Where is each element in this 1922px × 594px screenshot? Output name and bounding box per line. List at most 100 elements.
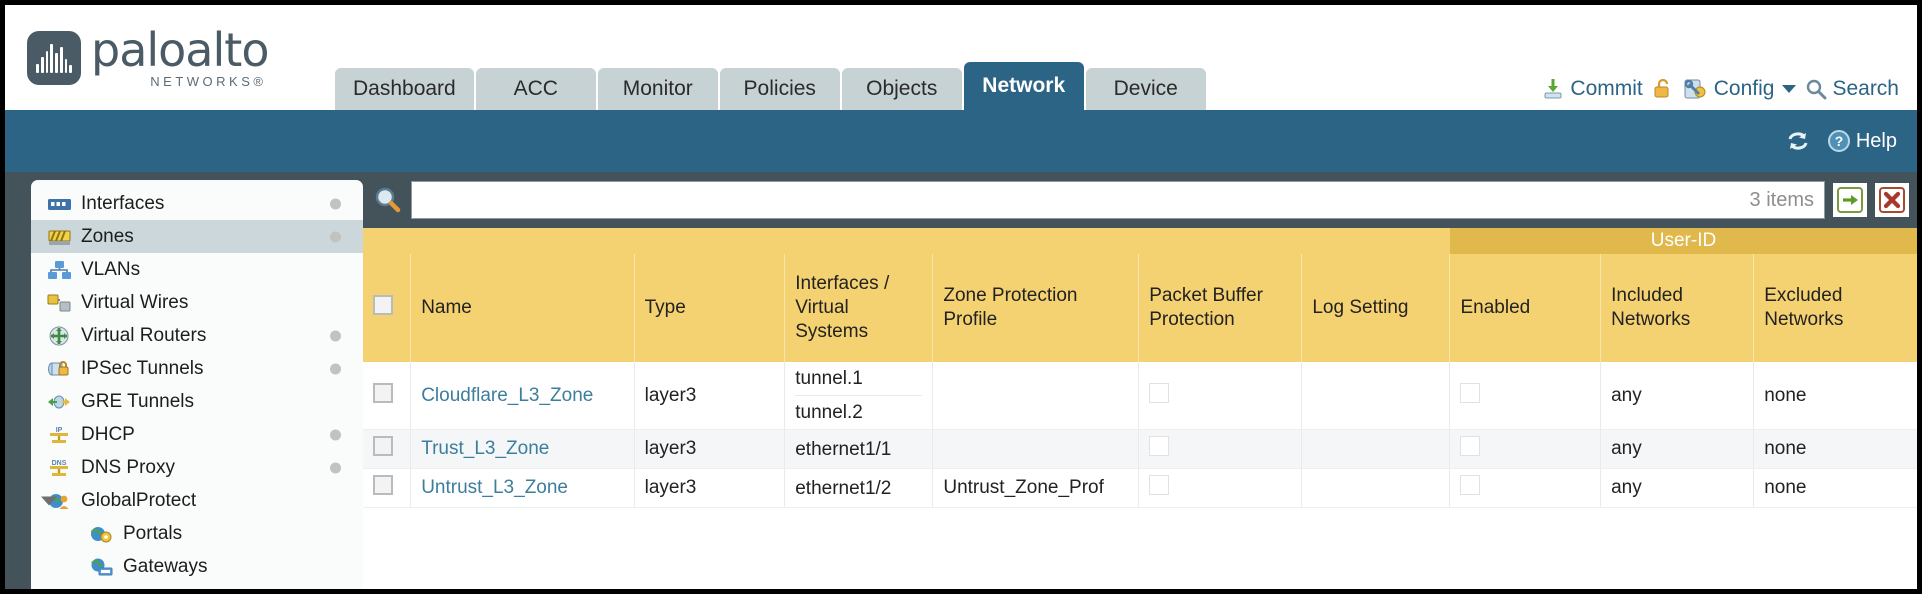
dns-proxy-icon: DNS	[47, 458, 72, 478]
sidebar-item-status-dot[interactable]	[330, 231, 341, 242]
commit-button[interactable]: Commit	[1541, 77, 1643, 101]
row-select-cell	[363, 468, 412, 508]
cell-type: layer3	[634, 429, 786, 469]
cell-userid-enabled	[1449, 468, 1602, 508]
brand-logo: paloalto NETWORKS®	[27, 23, 269, 88]
column-header-type[interactable]: Type	[634, 254, 786, 362]
cell-included-networks: any	[1600, 362, 1755, 430]
packet-buffer-protection-checkbox[interactable]	[1149, 436, 1170, 456]
column-header-enabled[interactable]: Enabled	[1449, 254, 1602, 362]
ipsec-tunnels-icon	[47, 359, 72, 379]
row-select-cell	[363, 429, 412, 469]
search-button[interactable]: Search	[1805, 77, 1899, 101]
apply-arrow-icon	[1837, 187, 1863, 213]
sidebar-item-gre-tunnels[interactable]: GRE Tunnels	[31, 385, 363, 418]
zone-name-link[interactable]: Trust_L3_Zone	[421, 438, 550, 459]
zone-name-link[interactable]: Untrust_L3_Zone	[421, 477, 569, 498]
sidebar-item-status-dot[interactable]	[330, 330, 341, 341]
column-header-packet-buffer-protection[interactable]: Packet Buffer Protection	[1138, 254, 1303, 362]
vlans-icon	[47, 260, 72, 280]
userid-enabled-checkbox[interactable]	[1460, 382, 1481, 403]
table-group-header-row: User-ID	[363, 228, 1917, 254]
svg-text:DNS: DNS	[52, 460, 67, 467]
sidebar-item-virtual-wires[interactable]: Virtual Wires	[31, 286, 363, 319]
row-select-checkbox[interactable]	[373, 382, 393, 403]
tab-objects[interactable]: Objects	[841, 68, 962, 110]
column-header-interfaces-virtual-systems[interactable]: Interfaces / Virtual Systems	[784, 254, 934, 362]
sidebar-item-globalprotect[interactable]: GlobalProtect	[31, 484, 363, 517]
cell-name: Cloudflare_L3_Zone	[410, 362, 635, 430]
gateways-icon	[89, 557, 114, 577]
tab-policies[interactable]: Policies	[719, 68, 840, 110]
sidebar-item-vlans[interactable]: VLANs	[31, 253, 363, 286]
sidebar-item-interfaces[interactable]: Interfaces	[31, 187, 363, 220]
sub-header-actions: ? Help	[1785, 129, 1897, 153]
sidebar-item-status-dot[interactable]	[330, 363, 341, 374]
zone-name-link[interactable]: Cloudflare_L3_Zone	[421, 384, 594, 406]
unlock-button[interactable]	[1652, 77, 1674, 101]
clear-filter-button[interactable]	[1875, 183, 1909, 217]
cell-log-setting	[1301, 468, 1451, 508]
interfaces-icon	[47, 194, 72, 214]
table-group-header-userid: User-ID	[1449, 228, 1917, 254]
cell-userid-enabled	[1449, 429, 1602, 469]
tab-acc[interactable]: ACC	[475, 68, 596, 110]
row-select-checkbox[interactable]	[373, 475, 393, 495]
row-select-checkbox[interactable]	[373, 436, 393, 456]
sidebar-item-status-dot[interactable]	[330, 462, 341, 473]
search-input-wrapper[interactable]: 3 items	[411, 181, 1825, 219]
sub-header-bar: ? Help	[5, 110, 1917, 172]
help-button[interactable]: ? Help	[1827, 129, 1897, 153]
cell-excluded-networks: none	[1753, 429, 1917, 469]
select-all-checkbox[interactable]	[373, 294, 393, 315]
sidebar-item-gateways[interactable]: Gateways	[31, 550, 363, 583]
sidebar-item-status-dot[interactable]	[330, 429, 341, 440]
search-filter-icon[interactable]	[373, 185, 403, 215]
packet-buffer-protection-checkbox[interactable]	[1149, 475, 1170, 495]
cell-packet-buffer-protection	[1138, 468, 1303, 508]
tab-network[interactable]: Network	[963, 62, 1084, 110]
search-label: Search	[1832, 77, 1899, 100]
column-header-log-setting[interactable]: Log Setting	[1301, 254, 1451, 362]
userid-enabled-checkbox[interactable]	[1460, 436, 1481, 456]
chevron-down-icon[interactable]	[41, 496, 57, 505]
sidebar-item-status-dot[interactable]	[330, 198, 341, 209]
virtual-wires-icon	[47, 293, 72, 313]
column-header-zone-protection-profile[interactable]: Zone Protection Profile	[932, 254, 1140, 362]
commit-label: Commit	[1570, 77, 1643, 100]
packet-buffer-protection-checkbox[interactable]	[1149, 382, 1170, 403]
tab-dashboard[interactable]: Dashboard	[335, 68, 474, 110]
config-menu[interactable]: Config	[1683, 77, 1797, 101]
userid-enabled-checkbox[interactable]	[1460, 475, 1481, 495]
tab-monitor[interactable]: Monitor	[597, 68, 718, 110]
clear-x-icon	[1879, 187, 1905, 213]
column-header-excluded-networks[interactable]: Excluded Networks	[1753, 254, 1917, 362]
brand-name: paloalto	[91, 23, 269, 77]
column-header-included-networks[interactable]: Included Networks	[1600, 254, 1755, 362]
sidebar-item-virtual-routers[interactable]: Virtual Routers	[31, 319, 363, 352]
refresh-button[interactable]	[1785, 129, 1811, 153]
help-label: Help	[1855, 129, 1897, 152]
cell-zone-protection-profile	[932, 429, 1140, 469]
sidebar-item-portals[interactable]: Portals	[31, 517, 363, 550]
column-header-name[interactable]: Name	[410, 254, 635, 362]
cell-type: layer3	[634, 468, 786, 508]
sidebar-item-ipsec-tunnels[interactable]: IPSec Tunnels	[31, 352, 363, 385]
interface-item: ethernet1/1	[795, 438, 892, 460]
sidebar-item-zones[interactable]: Zones	[31, 220, 363, 253]
cell-zone-protection-profile	[932, 362, 1140, 430]
tab-device[interactable]: Device	[1085, 68, 1206, 110]
sidebar-item-label: IPSec Tunnels	[81, 357, 204, 379]
apply-filter-button[interactable]	[1833, 183, 1867, 217]
